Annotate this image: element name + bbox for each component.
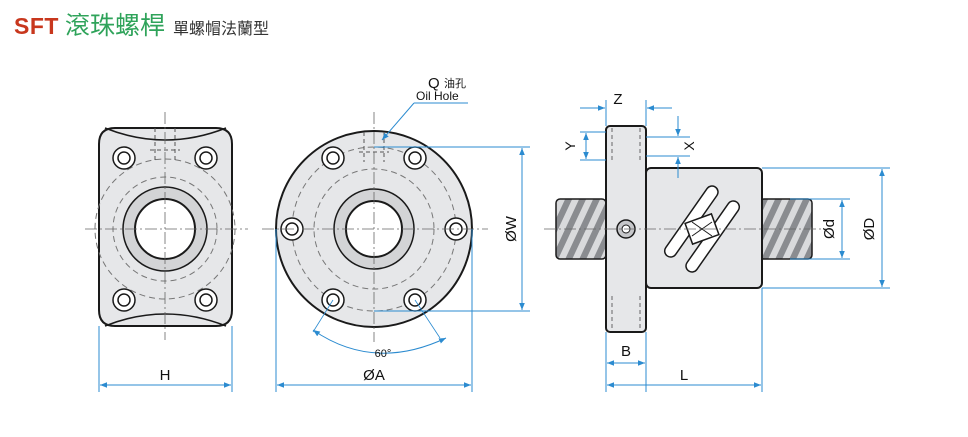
product-subtype: 單螺帽法蘭型 [172,19,269,38]
dim-l-label: L [680,367,688,384]
dim-angle-label: 60° [375,348,392,360]
oil-hole-label: Oil Hole [416,89,459,103]
flange-view-round: Q 油孔 Oil Hole 60° ØA ØW [262,75,530,392]
dim-y-label: Y [562,141,578,151]
model-code: SFT [14,13,59,39]
dim-h-label: H [160,367,171,384]
oil-hole-q-label: Q [428,75,440,92]
dim-w-label: ØW [503,215,520,242]
page-header: SFT 滾珠螺桿 單螺帽法蘭型 [14,6,269,40]
dim-a-label: ØA [363,367,385,384]
dim-d-small-label: Ød [821,219,838,239]
dim-x-label: X [681,141,697,151]
dim-b-label: B [621,343,631,360]
dim-d-large-label: ØD [861,218,878,241]
oil-hole-chinese-label: 油孔 [444,76,466,90]
dim-z-label: Z [613,91,622,108]
nut-side-view: Z Y X B L Ød ØD [544,91,890,392]
product-type: 滾珠螺桿 [64,11,165,40]
flange-view-square: H [85,112,248,392]
